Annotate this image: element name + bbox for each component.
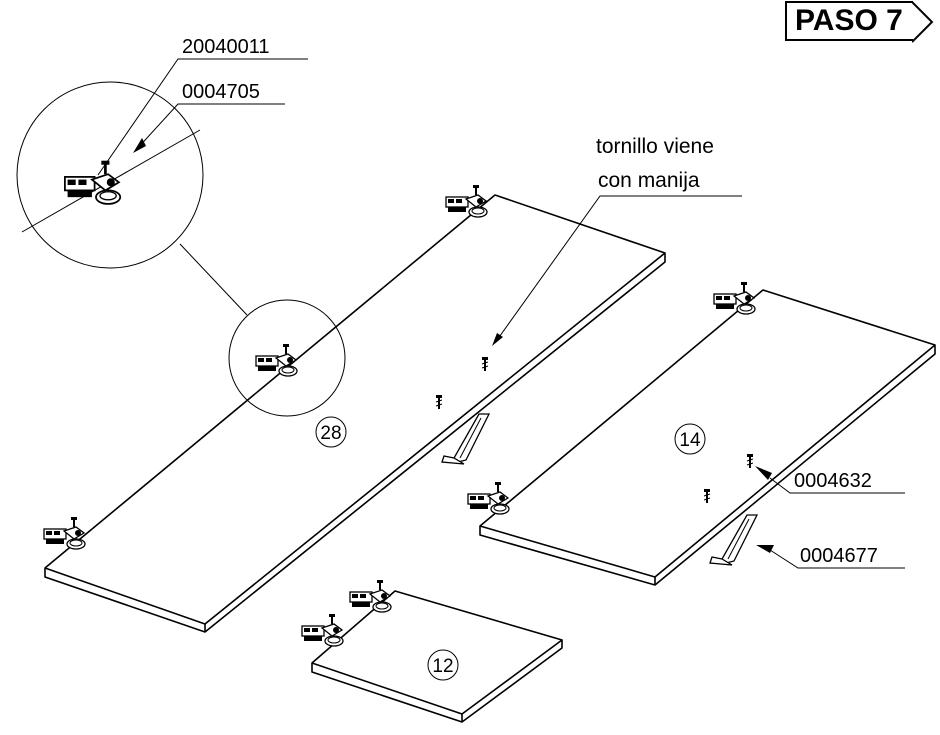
long-door-panel <box>44 194 666 633</box>
callout-handle: 0004677 <box>800 545 878 567</box>
callout-leaders <box>97 58 905 569</box>
small-door-qty-badge: 12 <box>427 649 459 681</box>
arrowhead-icon <box>133 138 774 553</box>
hinge-icon <box>255 343 298 377</box>
callout-note-line1: tornillo viene <box>596 135 714 158</box>
hinge-icon <box>445 184 488 218</box>
callout-hinge-part: 20040011 <box>182 36 270 58</box>
step-label: PASO 7 <box>795 4 903 37</box>
step-badge: PASO 7 <box>785 1 913 41</box>
hinge-icon <box>467 481 510 515</box>
small-door-panel <box>311 590 563 723</box>
callout-hinge-screw: 0004705 <box>182 81 260 103</box>
small-door-qty: 12 <box>432 656 453 677</box>
mid-door-qty: 14 <box>679 430 701 451</box>
long-door-qty: 28 <box>320 423 341 444</box>
hinge-icon <box>349 579 392 613</box>
long-door-qty-badge: 28 <box>315 416 347 448</box>
callout-note-line2: con manija <box>598 169 700 192</box>
callout-handle-screw: 0004632 <box>794 470 872 492</box>
mid-door-panel <box>479 289 936 586</box>
hinge-icon <box>713 281 756 315</box>
hinge-icon <box>43 516 86 550</box>
mid-door-qty-badge: 14 <box>674 423 706 455</box>
hinge-icon <box>301 613 344 647</box>
step-arrow-icon <box>912 1 934 43</box>
